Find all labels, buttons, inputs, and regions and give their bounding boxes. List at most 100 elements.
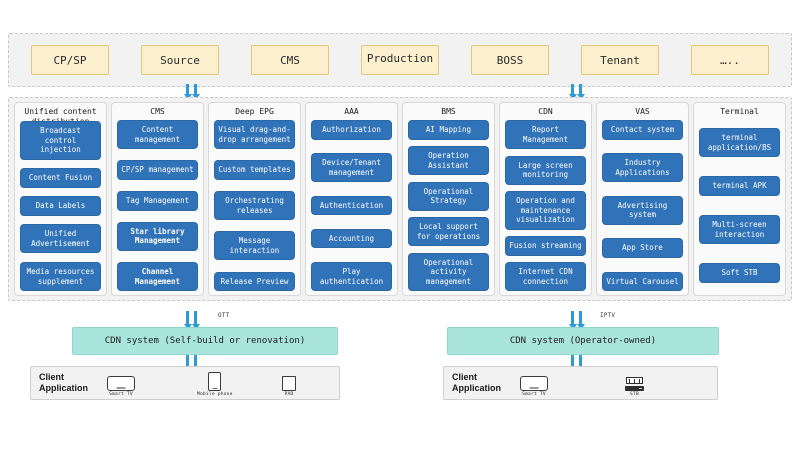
client-device-pad[interactable]: PAD: [282, 376, 296, 397]
smart-tv-icon: [520, 376, 548, 391]
flow-arrows-top-right: [571, 84, 582, 95]
flow-arrows-ott: [186, 311, 197, 325]
capability-item[interactable]: Data Labels: [20, 196, 101, 216]
source-box-label: BOSS: [496, 53, 524, 67]
source-box-label: …..: [720, 53, 740, 67]
stb-icon: [625, 377, 644, 391]
capability-item[interactable]: Orchestrating releases: [214, 191, 295, 220]
arrow-down-icon: [194, 355, 197, 367]
client-application-left: Client Application Smart TV Mobile phone P…: [30, 366, 340, 400]
arrow-down-icon: [186, 355, 189, 367]
smart-tv-icon: [107, 376, 135, 391]
capability-item[interactable]: terminal application/BS: [699, 128, 780, 158]
arrow-down-icon: [186, 311, 189, 325]
cdn-system-operator-owned-bar: CDN system (Operator-owned): [447, 327, 719, 355]
capability-item[interactable]: Broadcast control injection: [20, 121, 101, 160]
capability-column-body: terminal application/BS terminal APK Multi…: [699, 120, 780, 291]
pad-icon: [282, 376, 296, 391]
capability-item[interactable]: CP/SP management: [117, 160, 198, 180]
capability-item[interactable]: Content Fusion: [20, 168, 101, 188]
client-device-stb[interactable]: STB: [625, 377, 644, 397]
capability-item[interactable]: Custom templates: [214, 160, 295, 180]
capability-item[interactable]: Authentication: [311, 195, 392, 216]
source-box-4[interactable]: BOSS: [471, 45, 549, 75]
capability-item[interactable]: App Store: [602, 238, 683, 258]
capability-item[interactable]: Operation Assistant: [408, 146, 489, 175]
capability-item[interactable]: Unified Advertisement: [20, 224, 101, 254]
capability-column-title: Deep EPG: [235, 107, 274, 116]
source-systems-row: CP/SP Source CMS Production BOSS Tenant …..: [8, 33, 792, 87]
source-box-label: Production: [366, 52, 434, 65]
capability-item[interactable]: Device/Tenant management: [311, 153, 392, 183]
capability-item[interactable]: Virtual Carousel: [602, 271, 683, 291]
capability-item[interactable]: Internet CDN connection: [505, 262, 586, 291]
capability-column-title: CDN: [538, 107, 553, 116]
capability-item[interactable]: Release Preview: [214, 271, 295, 291]
client-device-mobile-phone[interactable]: Mobile phone: [197, 372, 233, 397]
source-box-label: CMS: [280, 53, 300, 67]
capability-column-title: BMS: [441, 107, 456, 116]
source-box-2[interactable]: CMS: [251, 45, 329, 75]
capability-item[interactable]: Media resources supplement: [20, 262, 101, 291]
capability-item[interactable]: Star library Management: [117, 221, 198, 251]
client-device-label: PAD: [284, 392, 294, 397]
capability-item[interactable]: Report Management: [505, 120, 586, 149]
capability-item[interactable]: Content management: [117, 120, 198, 149]
client-device-label: Mobile phone: [197, 392, 233, 397]
capability-column-title: CMS: [150, 107, 165, 116]
client-device-label: Smart TV: [109, 392, 133, 397]
capability-item[interactable]: AI Mapping: [408, 120, 489, 140]
capability-item[interactable]: Soft STB: [699, 263, 780, 283]
capability-item[interactable]: Message interaction: [214, 231, 295, 261]
capability-item[interactable]: Operation and maintenance visualization: [505, 191, 586, 230]
source-box-6[interactable]: …..: [691, 45, 769, 75]
capability-item[interactable]: terminal APK: [699, 176, 780, 196]
source-box-5[interactable]: Tenant: [581, 45, 659, 75]
capability-item[interactable]: Operational activity management: [408, 252, 489, 291]
flow-arrows-top-left: [186, 84, 197, 95]
capability-item[interactable]: Industry Applications: [602, 153, 683, 183]
client-application-left-title: Client Application: [39, 372, 88, 393]
capability-item[interactable]: Accounting: [311, 228, 392, 249]
client-device-list-left: Smart TV Mobile phone PAD: [97, 367, 331, 399]
capability-item[interactable]: Contact system: [602, 120, 683, 140]
arrow-down-icon: [571, 355, 574, 367]
client-device-label: STB: [630, 392, 639, 397]
capability-item[interactable]: Play authentication: [311, 262, 392, 291]
arrow-down-icon: [194, 311, 197, 325]
source-box-3[interactable]: Production: [361, 45, 439, 75]
capability-column-title: AAA: [344, 107, 359, 116]
capability-column-title: Terminal: [720, 107, 759, 116]
cdn-system-self-build-bar: CDN system (Self-build or renovation): [72, 327, 338, 355]
capability-item[interactable]: Tag Management: [117, 191, 198, 211]
flow-arrows-cdn-to-client-right: [571, 355, 582, 367]
capability-item[interactable]: Large screen monitoring: [505, 155, 586, 185]
capability-item[interactable]: Visual drag-and-drop arrangement: [214, 120, 295, 149]
client-device-smart-tv[interactable]: Smart TV: [107, 376, 135, 397]
mobile-phone-icon: [208, 372, 222, 391]
capability-item[interactable]: Operational Strategy: [408, 181, 489, 211]
capability-item[interactable]: Fusion streaming: [505, 236, 586, 256]
source-box-0[interactable]: CP/SP: [31, 45, 109, 75]
client-device-smart-tv[interactable]: Smart TV: [520, 376, 548, 397]
arrow-down-icon: [579, 355, 582, 367]
capability-panel: Unified content distributionBroadcast co…: [8, 97, 792, 301]
source-box-label: Source: [160, 53, 200, 67]
capability-item[interactable]: Multi-screen interaction: [699, 215, 780, 245]
capability-item[interactable]: Authorization: [311, 120, 392, 140]
source-box-1[interactable]: Source: [141, 45, 219, 75]
capability-item[interactable]: Channel Management: [117, 262, 198, 291]
source-box-label: CP/SP: [53, 53, 87, 67]
capability-item[interactable]: Local support for operations: [408, 217, 489, 246]
capability-item[interactable]: Advertising system: [602, 195, 683, 225]
